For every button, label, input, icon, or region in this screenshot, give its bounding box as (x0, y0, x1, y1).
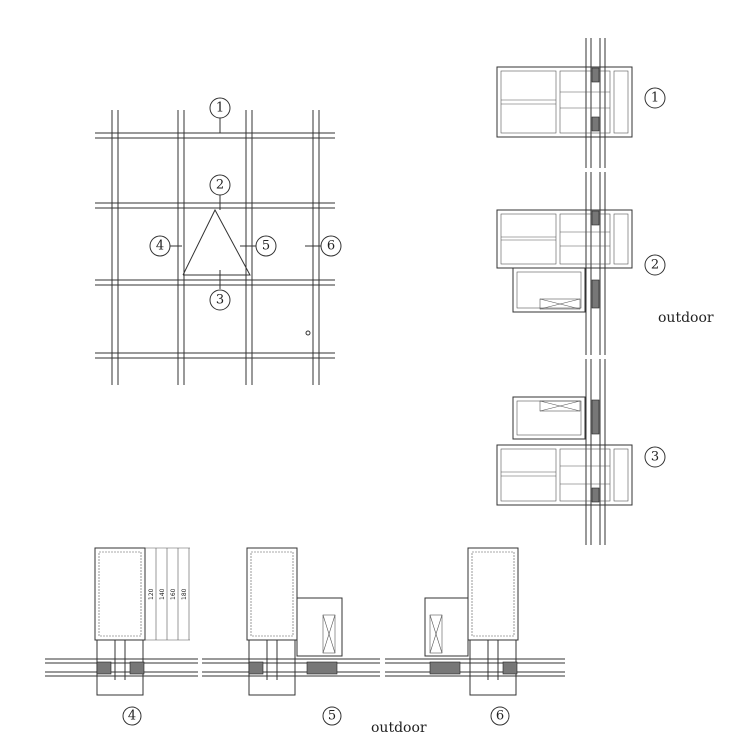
dimension-160: 160 (170, 588, 177, 600)
section-callout-4: 4 (122, 706, 142, 726)
vertical-section-gaskets (591, 67, 600, 503)
vertical-section (496, 38, 633, 545)
horizontal-section (45, 547, 565, 696)
svg-text:4: 4 (156, 239, 164, 254)
section-callout-6: 6 (490, 706, 510, 726)
elevation-callout-6: 6 (320, 235, 342, 257)
elevation-callout-2: 2 (209, 174, 231, 196)
section-callout-1: 1 (644, 87, 666, 109)
section-callout-3: 3 (644, 446, 666, 468)
dimension-180: 180 (181, 588, 188, 600)
svg-text:4: 4 (128, 709, 136, 724)
svg-text:5: 5 (262, 239, 270, 254)
dimension-labels: 120 140 160 180 (148, 588, 188, 600)
svg-text:6: 6 (496, 709, 504, 724)
dimension-120: 120 (148, 588, 155, 600)
elevation-callout-4: 4 (149, 235, 171, 257)
dimension-140: 140 (159, 588, 166, 600)
svg-text:2: 2 (216, 178, 224, 193)
svg-text:3: 3 (216, 293, 224, 308)
svg-text:1: 1 (651, 91, 659, 106)
section-callout-2: 2 (644, 254, 666, 276)
elevation-grid (95, 110, 335, 385)
section-callout-5: 5 (322, 706, 342, 726)
svg-text:3: 3 (651, 450, 659, 465)
elevation-callout-3: 3 (209, 289, 231, 311)
elevation-callout-5: 5 (255, 235, 277, 257)
svg-text:1: 1 (216, 101, 224, 116)
svg-text:2: 2 (651, 258, 659, 273)
svg-text:5: 5 (328, 709, 336, 724)
horizontal-section-gaskets (96, 661, 518, 675)
outdoor-label-vertical: outdoor (658, 310, 714, 326)
svg-text:6: 6 (327, 239, 335, 254)
outdoor-label-horizontal: outdoor (371, 720, 427, 736)
elevation-callout-1: 1 (209, 97, 231, 119)
